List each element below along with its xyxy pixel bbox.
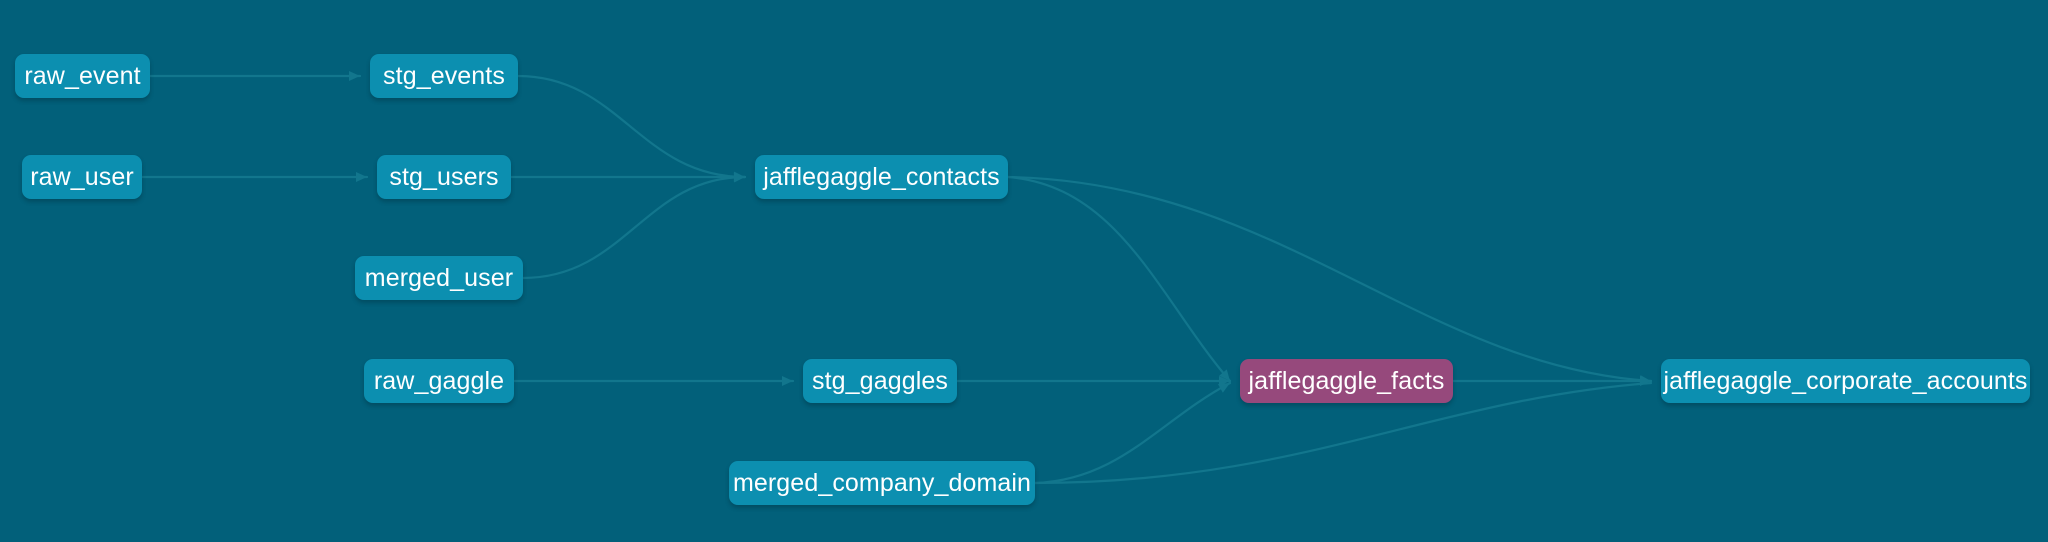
graph-node-label: stg_gaggles [812,366,948,395]
arrowhead-stg_gaggles-to-jafflegaggle_facts [1219,376,1230,386]
arrowhead-merged_user-to-jafflegaggle_contacts [733,172,745,183]
edge-jafflegaggle_contacts-to-jafflegaggle_facts [1006,175,1232,383]
graph-node-stg_gaggles[interactable]: stg_gaggles [803,359,957,403]
graph-node-merged_user[interactable]: merged_user [355,256,523,300]
edge-jafflegaggle_contacts-to-jafflegaggle_corporate_accounts [1006,175,1653,383]
graph-node-label: stg_users [389,162,499,191]
graph-node-merged_company_domain[interactable]: merged_company_domain [729,461,1035,505]
arrowhead-raw_user-to-stg_users [356,172,367,182]
arrowhead-jafflegaggle_contacts-to-jafflegaggle_facts [1219,369,1230,381]
graph-node-label: jafflegaggle_corporate_accounts [1663,366,2028,395]
edge-merged_company_domain-to-jafflegaggle_facts [1033,381,1232,485]
graph-node-label: raw_gaggle [373,366,505,395]
graph-node-label: raw_event [24,61,141,90]
edge-stg_events-to-jafflegaggle_contacts [516,74,747,179]
graph-node-label: raw_user [30,162,134,191]
arrowhead-stg_users-to-jafflegaggle_contacts [734,172,745,182]
edge-merged_user-to-jafflegaggle_contacts [521,175,747,280]
graph-node-stg_users[interactable]: stg_users [377,155,511,199]
graph-node-jafflegaggle_corporate_accounts[interactable]: jafflegaggle_corporate_accounts [1661,359,2030,403]
graph-node-raw_user[interactable]: raw_user [22,155,142,199]
graph-node-jafflegaggle_contacts[interactable]: jafflegaggle_contacts [755,155,1008,199]
arrowhead-jafflegaggle_contacts-to-jafflegaggle_corporate_accounts [1639,375,1651,386]
graph-node-raw_gaggle[interactable]: raw_gaggle [364,359,514,403]
arrowhead-merged_company_domain-to-jafflegaggle_facts [1217,383,1230,393]
graph-node-label: jafflegaggle_facts [1248,366,1445,395]
graph-node-jafflegaggle_facts[interactable]: jafflegaggle_facts [1240,359,1453,403]
graph-node-label: jafflegaggle_contacts [763,162,1000,191]
arrowhead-raw_gaggle-to-stg_gaggles [782,376,793,386]
graph-node-raw_event[interactable]: raw_event [15,54,150,98]
graph-node-label: stg_events [383,61,505,90]
graph-node-stg_events[interactable]: stg_events [370,54,518,98]
arrowhead-jafflegaggle_facts-to-jafflegaggle_corporate_accounts [1640,376,1651,386]
graph-node-label: merged_company_domain [732,468,1032,497]
arrowhead-stg_events-to-jafflegaggle_contacts [733,171,745,182]
arrowhead-raw_event-to-stg_events [349,71,360,81]
graph-node-label: merged_user [364,263,514,292]
